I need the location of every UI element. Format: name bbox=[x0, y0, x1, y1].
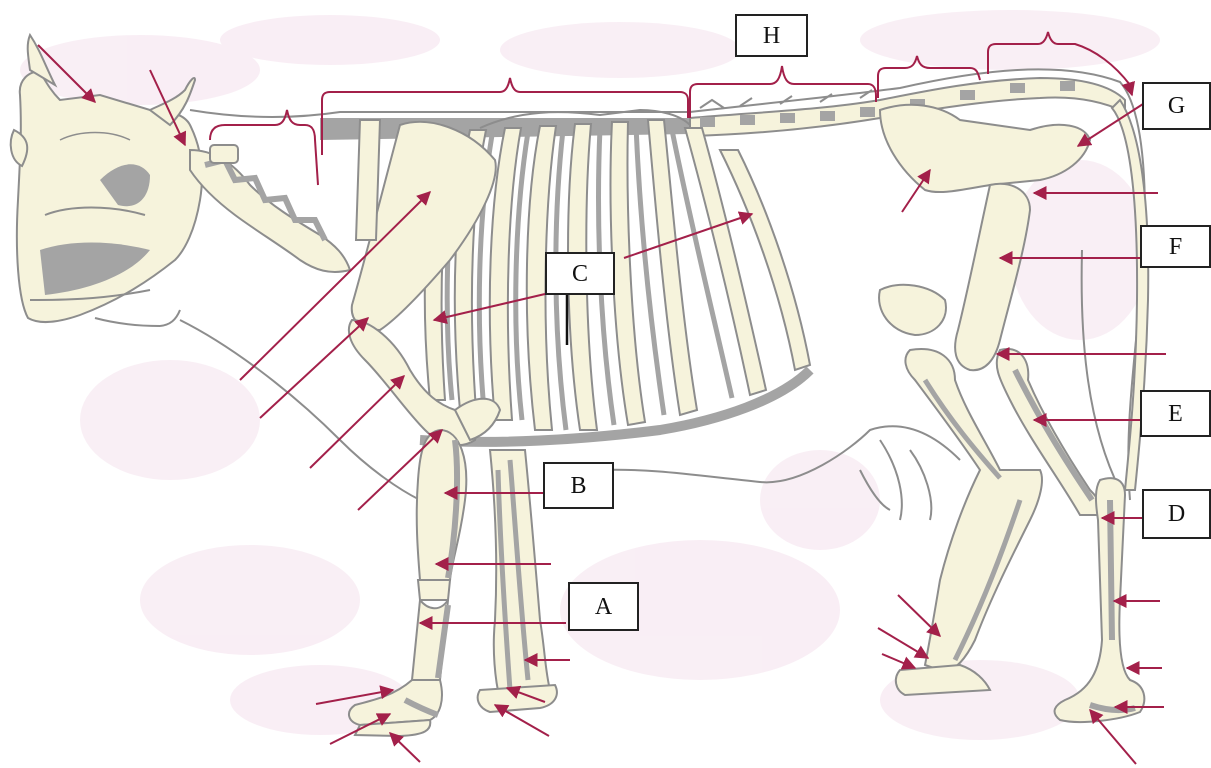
label-box-b: B bbox=[543, 462, 614, 509]
label-box-a: A bbox=[568, 582, 639, 631]
label-box-h: H bbox=[735, 14, 808, 57]
label-box-g: G bbox=[1142, 82, 1211, 130]
label-box-e: E bbox=[1140, 390, 1211, 437]
label-box-c: C bbox=[545, 252, 615, 295]
label-box-f: F bbox=[1140, 225, 1211, 268]
label-box-d: D bbox=[1142, 489, 1211, 539]
cervical-vertebrae bbox=[190, 145, 350, 272]
